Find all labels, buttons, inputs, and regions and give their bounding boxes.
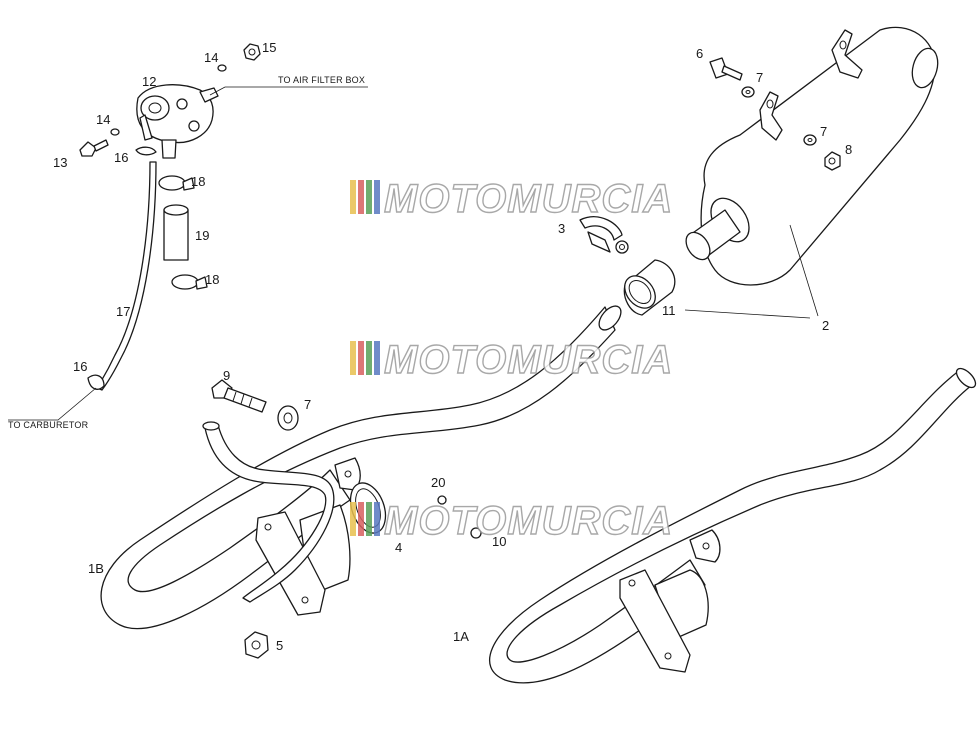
callout-11: 11 [662,303,676,318]
exhaust-pipe-1a [488,367,977,684]
watermark-stripe [366,502,372,536]
watermark-text: MOTOMURCIA [384,499,673,543]
watermark-stripe [350,180,356,214]
callout-16a: 16 [114,150,128,165]
watermark-1: MOTOMURCIA [350,176,673,222]
callout-15: 15 [262,40,276,55]
callout-2: 2 [822,318,829,333]
watermark-stripe [374,341,380,375]
watermark-stripe [366,341,372,375]
watermark-2: MOTOMURCIA [350,337,673,383]
callout-1b: 1B [88,561,104,576]
callout-labels: 1A 1B 2 3 4 5 6 7 7 7 8 9 10 11 12 13 14… [53,40,852,653]
watermark-stripe [350,502,356,536]
callout-6: 6 [696,46,703,61]
callout-1a: 1A [453,629,469,644]
watermark-stripe [350,341,356,375]
routing-notes: TO AIR FILTER BOX TO CARBURETOR [8,75,365,430]
callout-7c: 7 [304,397,311,412]
watermark-stripe [366,180,372,214]
callout-10: 10 [492,534,506,549]
watermark-stripe [358,180,364,214]
callout-3: 3 [558,221,565,236]
watermark-stripe [374,502,380,536]
callout-18b: 18 [205,272,219,287]
callout-20: 20 [431,475,445,490]
note-to-carburetor: TO CARBURETOR [8,420,89,430]
callout-13: 13 [53,155,67,170]
callout-16b: 16 [73,359,87,374]
air-valve-assembly [79,43,261,391]
hardware-front [211,379,299,431]
watermark-stripe [374,180,380,214]
leader-lines [8,86,819,421]
callout-8: 8 [845,142,852,157]
watermark-stripe [358,502,364,536]
callout-19: 19 [195,228,209,243]
note-to-air-filter-box: TO AIR FILTER BOX [278,75,365,85]
callout-4: 4 [395,540,402,555]
watermark-3: MOTOMURCIA [350,498,673,544]
callout-12: 12 [142,74,156,89]
watermark-stripe [358,341,364,375]
callout-14b: 14 [96,112,110,127]
silencer [685,26,939,286]
callout-7b: 7 [820,124,827,139]
watermark-text: MOTOMURCIA [384,177,673,221]
callout-9: 9 [223,368,230,383]
exhaust-pipe-1b [100,305,622,630]
watermark-text: MOTOMURCIA [384,338,673,382]
clamp-3 [579,216,629,254]
hardware-silencer [709,57,841,171]
callout-7a: 7 [756,70,763,85]
callout-5: 5 [276,638,283,653]
callout-17: 17 [116,304,130,319]
sleeve-11 [623,259,676,316]
callout-18a: 18 [191,174,205,189]
callout-14a: 14 [204,50,218,65]
